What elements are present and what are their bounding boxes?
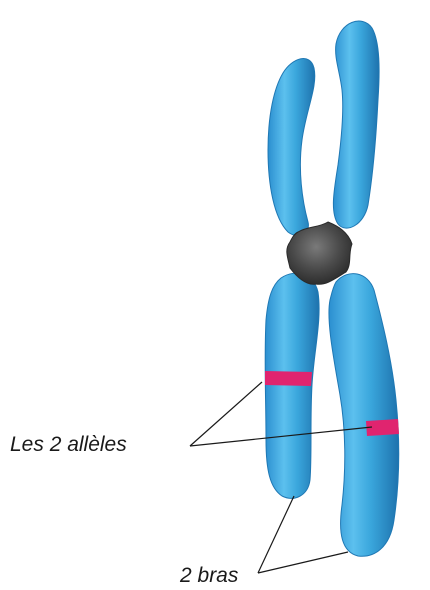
allele-band-left bbox=[265, 371, 312, 386]
upper-left-arm bbox=[268, 59, 315, 236]
lower-right-arm bbox=[329, 274, 399, 557]
arm-leader-line-right bbox=[258, 552, 348, 573]
arms-label: 2 bras bbox=[179, 564, 239, 587]
allele-leader-line-left bbox=[190, 382, 262, 446]
arm-leader-line-left bbox=[258, 496, 294, 573]
upper-right-arm bbox=[333, 21, 379, 228]
alleles-label: Les 2 allèles bbox=[10, 433, 127, 456]
